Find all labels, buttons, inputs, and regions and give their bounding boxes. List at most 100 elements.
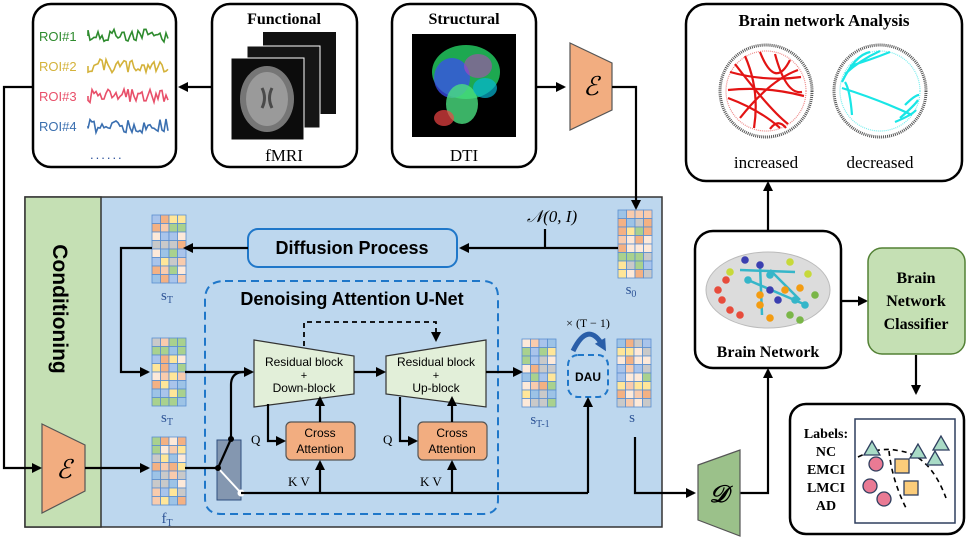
nc-triangle (925, 449, 945, 466)
matrix-cell (160, 363, 170, 373)
matrix-cell (151, 214, 161, 224)
matrix-cell (177, 470, 187, 480)
matrix-cell (151, 380, 161, 390)
matrix-cell (634, 260, 644, 270)
matrix-cell (625, 347, 635, 357)
matrix-cell (168, 354, 178, 364)
label-ad: AD (816, 499, 836, 514)
matrix-cell (160, 496, 170, 506)
matrix-s (616, 338, 652, 408)
matrix-cell (177, 380, 187, 390)
brain-node (766, 271, 774, 279)
structural-encoder: ℰ (569, 42, 613, 131)
brain-node (796, 284, 804, 292)
matrix-cell (626, 252, 636, 262)
matrix-cell (151, 462, 161, 472)
repeat-label: × (T − 1) (566, 316, 610, 330)
matrix-cell (160, 388, 170, 398)
matrix-cell (160, 354, 170, 364)
matrix-cell (177, 479, 187, 489)
matrix-cell (547, 355, 557, 365)
matrix-cell (151, 453, 161, 463)
matrix-cell (625, 355, 635, 365)
matrix-cell (151, 240, 161, 250)
matrix-cell (530, 338, 540, 348)
matrix-cell (177, 248, 187, 258)
matrix-cell (160, 231, 170, 241)
kv-label-1: K V (288, 474, 310, 489)
cross-attention-2-line2: Attention (428, 442, 475, 456)
matrix-cell (547, 338, 557, 348)
matrix-cell (538, 398, 548, 408)
matrix-cell (547, 364, 557, 374)
matrix-cell (151, 223, 161, 233)
roi-label: ROI#2 (39, 59, 77, 74)
matrix-cell (177, 397, 187, 407)
matrix-cell (643, 260, 653, 270)
decreased-label: decreased (846, 153, 914, 172)
matrix-cell (168, 257, 178, 267)
matrix-cell (530, 389, 540, 399)
matrix-cell (160, 248, 170, 258)
matrix-cell (617, 260, 627, 270)
brain-node (766, 314, 774, 322)
matrix-cell (547, 389, 557, 399)
matrix-cell (625, 389, 635, 399)
matrix-cell (643, 252, 653, 262)
matrix-cell (160, 462, 170, 472)
matrix-cell (626, 226, 636, 236)
matrix-cell (521, 372, 531, 382)
classifier-line1: Brain (896, 270, 935, 287)
matrix-cell (633, 389, 643, 399)
roi-row: ROI#1 (39, 27, 169, 44)
roi-ellipsis: ...... (90, 147, 124, 162)
matrix-label-sT-top: sT (161, 288, 173, 306)
matrix-cell (160, 453, 170, 463)
matrix-cell (151, 479, 161, 489)
matrix-cell (626, 243, 636, 253)
matrix-cell (168, 274, 178, 284)
matrix-cell (625, 338, 635, 348)
matrix-label-sT-mid: sT (161, 410, 173, 428)
up-block-line3: Up-block (412, 381, 460, 395)
cross-attention-2-line1: Cross (436, 426, 467, 440)
ad-circle (868, 456, 884, 472)
matrix-cell (177, 223, 187, 233)
matrix-cell (530, 398, 540, 408)
conditioning-encoder: ℰ (41, 423, 86, 514)
matrix-cell (633, 347, 643, 357)
matrix-cell (625, 372, 635, 382)
matrix-cell (177, 363, 187, 373)
dti-tractography-image (412, 34, 516, 137)
analysis-title: Brain network Analysis (739, 11, 910, 30)
matrix-cell (151, 265, 161, 275)
matrix-cell (151, 346, 161, 356)
matrix-cell (547, 398, 557, 408)
matrix-cell (151, 363, 161, 373)
increased-connectogram (718, 43, 814, 139)
roi-signal-trace (87, 27, 169, 44)
roi-row: ROI#4 (39, 117, 169, 136)
matrix-cell (160, 470, 170, 480)
matrix-cell (643, 235, 653, 245)
matrix-sT-top (151, 214, 187, 284)
matrix-cell (151, 337, 161, 347)
matrix-cell (547, 372, 557, 382)
roi-row: ROI#3 (39, 86, 169, 106)
matrix-cell (634, 209, 644, 219)
matrix-cell (617, 209, 627, 219)
matrix-cell (521, 381, 531, 391)
matrix-cell (521, 355, 531, 365)
matrix-cell (177, 388, 187, 398)
matrix-cell (617, 235, 627, 245)
matrix-cell (168, 487, 178, 497)
brain-node (756, 261, 764, 269)
matrix-cell (177, 436, 187, 446)
brain-node (714, 286, 722, 294)
matrix-cell (160, 223, 170, 233)
matrix-cell (168, 265, 178, 275)
matrix-cell (634, 252, 644, 262)
matrix-cell (151, 487, 161, 497)
matrix-cell (160, 346, 170, 356)
matrix-cell (160, 265, 170, 275)
